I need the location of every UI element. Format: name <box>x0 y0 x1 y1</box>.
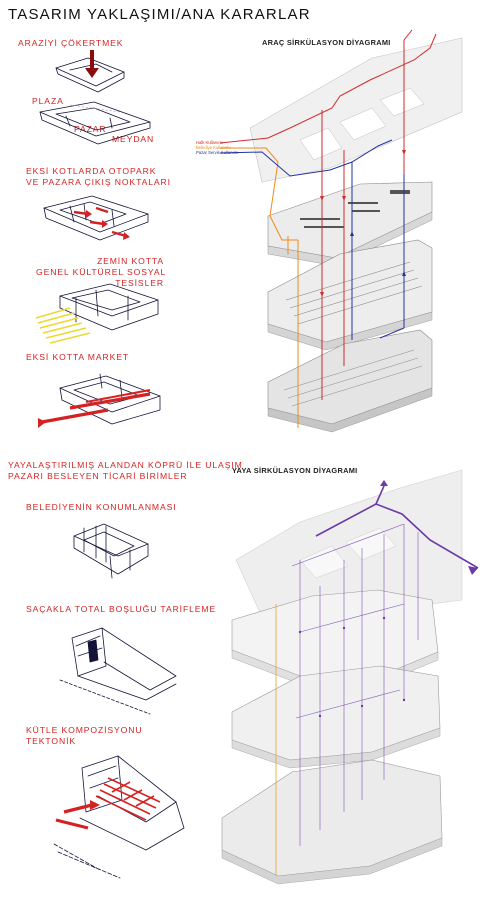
sketch-market <box>38 373 161 428</box>
step-label-kopru: YAYALAŞTIRILMIŞ ALANDAN KÖPRÜ İLE ULAŞIM… <box>8 460 243 481</box>
step-label-market: EKSİ KOTTA MARKET <box>26 352 130 362</box>
page-title: TASARIM YAKLAŞIMI/ANA KARARLAR <box>8 6 311 23</box>
vehicle-legend: Halk Kullanımı Belediye Kullanımı Pazar … <box>196 140 238 156</box>
step-label-sacak: SAÇAKLA TOTAL BOŞLUĞU TARİFLEME <box>26 604 217 614</box>
sketch-sacak <box>59 627 177 715</box>
sketch-belediye <box>73 523 149 579</box>
vehicle-diagram-title: ARAÇ SİRKÜLASYON DİYAGRAMI <box>262 38 391 47</box>
step-label-plaza: PLAZA <box>32 96 64 106</box>
sketch-kutle <box>53 755 185 879</box>
step-label-pazar: PAZAR <box>74 124 107 134</box>
legend-belediye: Belediye Kullanımı <box>196 145 231 151</box>
step-label-kutle: KÜTLE KOMPOZİSYONU TEKTONİK <box>26 725 143 746</box>
sketch-otopark <box>43 195 149 241</box>
step-label-meydan: MEYDAN <box>112 134 155 144</box>
sketch-zemin <box>35 283 159 344</box>
pedestrian-diagram-title: YAYA SİRKÜLASYON DİYAGRAMI <box>232 466 358 475</box>
sketch-arazi <box>55 50 125 93</box>
pedestrian-diagram <box>221 469 479 885</box>
step-label-otopark: EKSİ KOTLARDA OTOPARK VE PAZARA ÇIKIŞ NO… <box>26 166 171 187</box>
legend-halk: Halk Kullanımı <box>196 140 223 145</box>
sketch-plaza <box>39 101 151 145</box>
legend-pazar-servis: Pazar Servis Kullanımı <box>196 150 239 156</box>
step-label-arazi: ARAZİYİ ÇÖKERTMEK <box>18 38 124 48</box>
step-label-zemin: ZEMİN KOTTA GENEL KÜLTÜREL SOSYAL TESİSL… <box>36 256 167 288</box>
vehicle-diagram <box>219 29 463 433</box>
step-label-belediye: BELEDİYENİN KONUMLANMASI <box>26 502 177 512</box>
